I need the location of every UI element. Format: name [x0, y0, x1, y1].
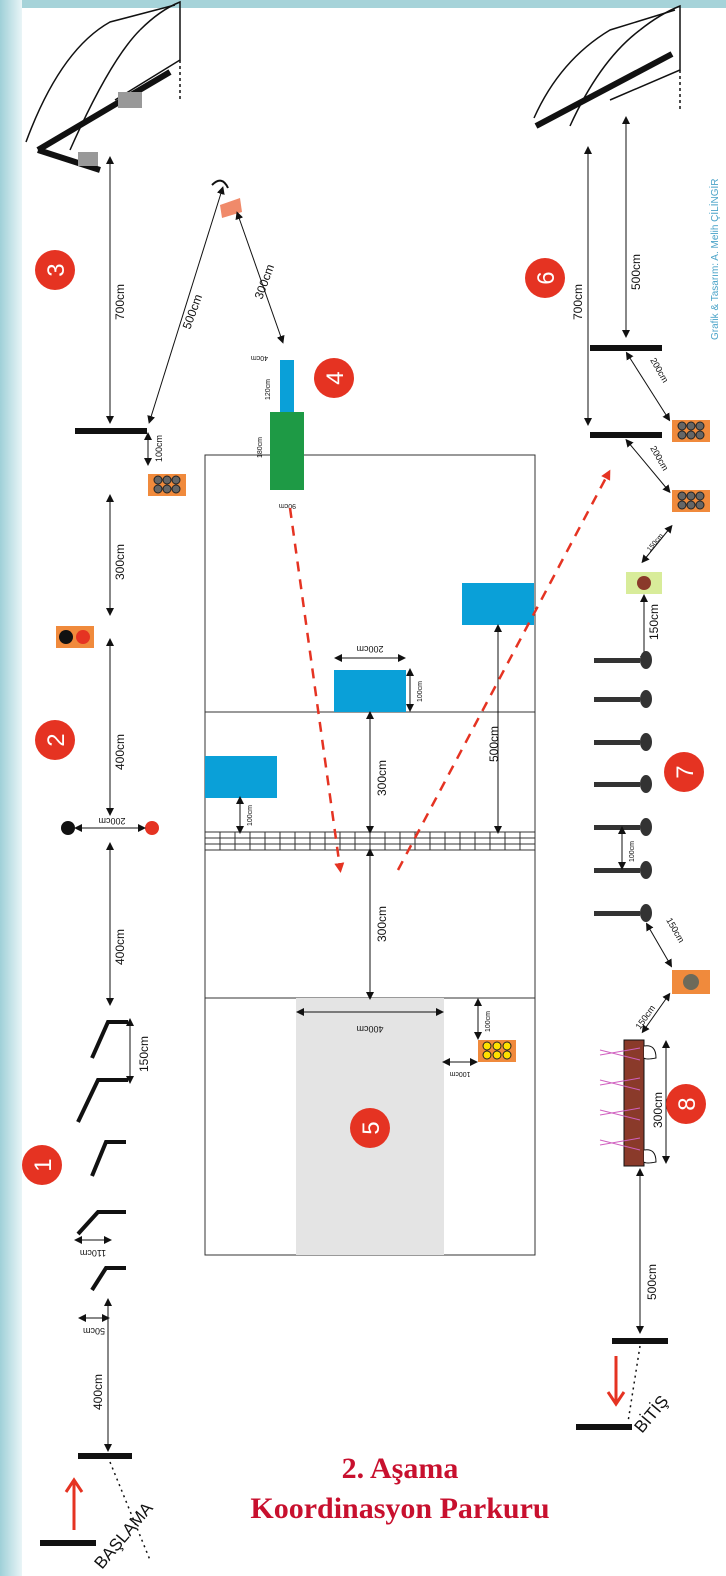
vault-box-left [25, 0, 181, 173]
dim-line-150-s8a [645, 922, 673, 968]
finish-bar-2 [576, 1424, 632, 1430]
start-bar-2 [40, 1540, 96, 1546]
dim-300-s2: 300cm [113, 544, 127, 580]
bench-s8 [599, 1039, 657, 1167]
dim-700-right: 700cm [571, 284, 585, 320]
ball-box-s8 [672, 970, 710, 994]
balls-box-s5 [478, 1040, 516, 1062]
credit-text: Grafik & Tasarım: A. Melih ÇİLİNGİR [708, 178, 721, 340]
left-band [0, 0, 22, 1576]
dim-line-500-diag [147, 186, 225, 424]
bar-s6-b [590, 432, 662, 438]
svg-text:8: 8 [674, 1097, 701, 1110]
dim-120-s4: 120cm [265, 379, 272, 400]
dim-100-poles: 100cm [629, 841, 636, 862]
logs-box-s6b [672, 490, 710, 512]
start-bar [78, 1453, 132, 1459]
start-arrow-icon [64, 1477, 84, 1530]
bar-obstacle-3 [75, 428, 147, 434]
ball-box-s7 [626, 572, 662, 594]
dim-line-150-s8b [641, 992, 671, 1034]
top-band [0, 0, 726, 8]
svg-text:6: 6 [533, 271, 560, 284]
green-box-s4 [270, 412, 304, 490]
dim-500-right: 500cm [629, 254, 643, 290]
dim-100-s5h: 100cm [449, 1070, 470, 1077]
dim-100-s3: 100cm [154, 435, 164, 462]
dim-200-mat2: 200cm [356, 644, 383, 654]
svg-text:3: 3 [43, 263, 70, 276]
station-6-badge: 6 [525, 258, 565, 298]
dim-500-finish: 500cm [645, 1264, 659, 1300]
dim-200-balls: 200cm [98, 816, 125, 826]
station-4-badge: 4 [314, 358, 354, 398]
dim-line-150-s7a [641, 524, 673, 564]
blue-mat-2 [334, 670, 406, 712]
slalom-poles [594, 651, 652, 922]
dim-150-s7b: 150cm [647, 604, 661, 640]
dim-700-left: 700cm [113, 284, 127, 320]
blue-mat-3 [462, 583, 534, 625]
vault-box-right [533, 4, 681, 129]
title-line-2: Koordinasyon Parkuru [250, 1492, 550, 1525]
station-8-badge: 8 [666, 1084, 706, 1124]
dim-400-s2a: 400cm [113, 734, 127, 770]
dim-400-start: 400cm [91, 1374, 105, 1410]
blue-mat-1 [205, 756, 277, 798]
station-1-badge: 1 [22, 1145, 62, 1185]
logs-box-s6a [672, 420, 710, 442]
svg-text:5: 5 [358, 1121, 385, 1134]
path-arrow-5-to-6 [396, 469, 611, 871]
dim-90-s4: 90cm [279, 502, 296, 509]
bar-s6-a [590, 345, 662, 351]
dim-100-mat1: 100cm [247, 805, 254, 826]
svg-text:7: 7 [672, 765, 699, 778]
dim-400-s1: 400cm [113, 929, 127, 965]
finish-bar [612, 1338, 668, 1344]
dim-300-s8: 300cm [651, 1092, 665, 1128]
dim-150-s1: 150cm [137, 1036, 151, 1072]
dim-40-s4: 40cm [251, 354, 268, 361]
red-ball [145, 821, 159, 835]
svg-text:4: 4 [322, 371, 349, 384]
station-2-badge: 2 [35, 720, 75, 760]
light-box-s2 [56, 626, 94, 648]
dim-300-mid: 300cm [375, 906, 389, 942]
hurdles-s1 [76, 1020, 128, 1292]
dim-50: 50cm [83, 1326, 105, 1336]
logs-box-s3 [148, 474, 186, 496]
dim-line-300-cone [235, 211, 285, 344]
path-arrow-4-to-5 [288, 507, 345, 873]
station-3-badge: 3 [35, 250, 75, 290]
dim-400-mat5: 400cm [356, 1024, 383, 1034]
dim-110: 110cm [80, 1248, 106, 1258]
finish-dotted-line [627, 1345, 641, 1423]
svg-text:2: 2 [43, 733, 70, 746]
dim-line-200-s6b [625, 438, 671, 494]
dim-100-mat2: 100cm [417, 681, 424, 702]
finish-arrow-icon [606, 1356, 626, 1407]
dim-500-mat3: 500cm [487, 726, 501, 762]
dim-100-s5v: 100cm [485, 1011, 492, 1032]
black-ball [61, 821, 75, 835]
title-line-1: 2. Aşama [341, 1452, 459, 1485]
station-5-badge: 5 [350, 1108, 390, 1148]
dim-180-s4: 180cm [257, 437, 264, 458]
dim-line-200-s6a [625, 351, 671, 422]
dim-300-mat2: 300cm [375, 760, 389, 796]
blue-box-s4 [280, 360, 294, 412]
station-7-badge: 7 [664, 752, 704, 792]
svg-text:1: 1 [30, 1158, 57, 1171]
